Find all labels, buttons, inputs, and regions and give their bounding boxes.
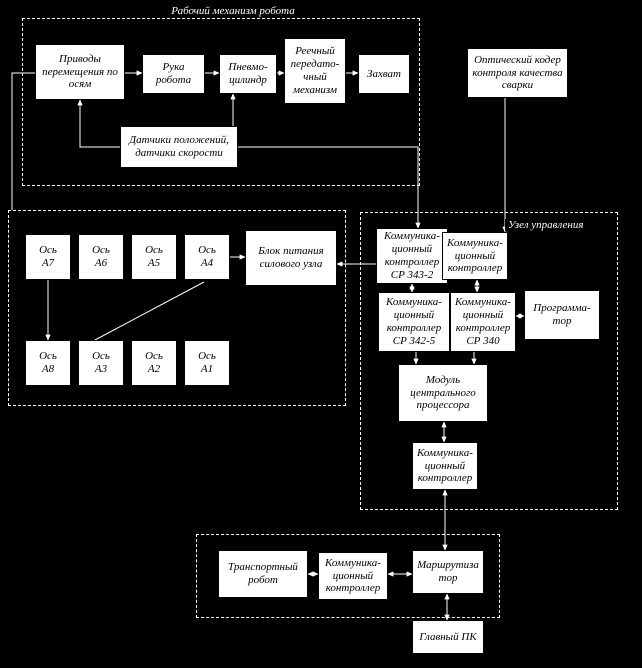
node-optical-encoder: Оптический кодер контроля качества сварк… [467,48,568,98]
node-cc-cp343: Коммуника- ционный контроллер СР 343-2 [376,228,448,284]
node-cpu-module: Модуль центрального процессора [398,364,488,422]
connector-axes-diagonal [94,281,205,341]
node-power-unit: Блок питания силового узла [245,230,337,286]
node-transport-robot: Транспортный робот [218,550,308,598]
node-drives: Приводы перемещения по осям [35,44,125,100]
node-axis-a4: Ось А4 [184,234,230,280]
node-axis-a1: Ось А1 [184,340,230,386]
node-axis-a3: Ось А3 [78,340,124,386]
node-axis-a5: Ось А5 [131,234,177,280]
node-rack-gear: Реечный передато- чный механизм [284,38,346,104]
node-axis-a2: Ось А2 [131,340,177,386]
node-cc-cp342: Коммуника- ционный контроллер СР 342-5 [378,292,450,352]
node-cc-top: Коммуника- ционный контроллер [442,232,508,280]
node-robot-arm: Рука робота [142,54,205,94]
node-cc-mid: Коммуника- ционный контроллер [412,442,478,490]
group-control-unit-frame [360,212,618,510]
node-gripper: Захват [358,54,410,94]
group-label-robot-mechanism: Рабочий механизм робота [150,5,316,18]
connector-sensors-drives [77,99,120,148]
node-router: Маршрутиза тор [412,550,484,594]
connector-sensors-cc343 [238,146,421,229]
group-transport-frame [196,534,500,618]
node-programmer: Программа- тор [524,290,600,340]
node-axis-a6: Ось А6 [78,234,124,280]
node-main-pc: Главный ПК [412,620,484,654]
node-cc-cp340: Коммуника- ционный контроллер СР 340 [450,292,516,352]
group-robot-mechanism-frame [22,18,420,186]
connector-drives-left-down [11,72,35,210]
node-axis-a7: Ось А7 [25,234,71,280]
group-axes-frame [8,210,346,406]
group-label-control-unit: Узел управления [505,219,587,232]
node-pneumo-cylinder: Пневмо- цилиндр [219,54,277,94]
node-axis-a8: Ось А8 [25,340,71,386]
node-cc-transport: Коммуника- ционный контроллер [318,552,388,600]
node-sensors: Датчики положений, датчики скорости [120,126,238,168]
